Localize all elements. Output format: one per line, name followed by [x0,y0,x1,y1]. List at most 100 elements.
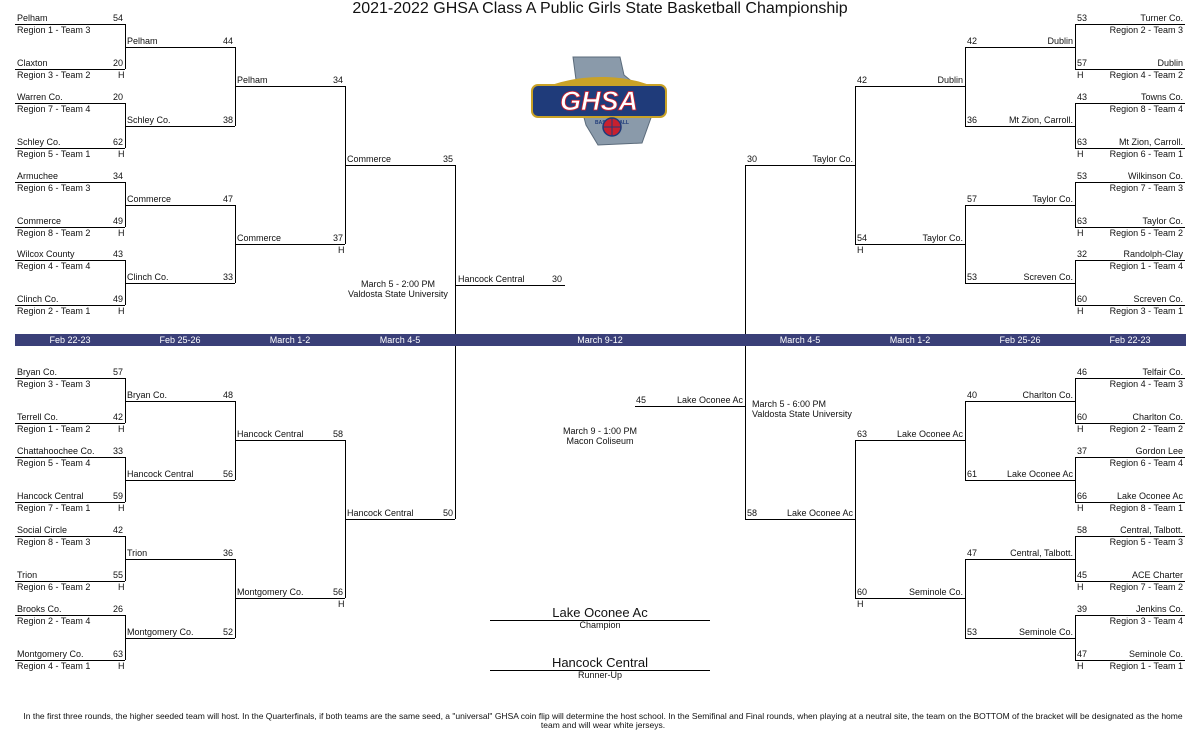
bracket-line [1075,260,1185,261]
team-name: Social Circle [17,525,68,535]
score: 50 [442,508,453,518]
score: 63 [1077,137,1088,147]
bracket-line [965,400,1075,402]
team-name: Clinch Co. [17,294,59,304]
bracket-line [855,243,965,245]
ghsa-logo: GHSA BASKETBALL [528,55,670,147]
score: 63 [112,649,123,659]
team-name: Mt Zion, Carroll. [1008,114,1073,125]
team-name: Bryan Co. [17,367,58,377]
bracket-line [345,519,455,520]
score: 53 [1077,171,1088,181]
score: 53 [967,271,978,282]
home-marker: H [1077,424,1084,434]
score: 20 [112,92,123,102]
bracket-line [15,615,125,616]
bracket-line [15,260,125,261]
bracket-line [125,204,235,206]
round-label: March 4-5 [379,335,421,345]
home-marker: H [118,424,125,434]
team-seed: Region 3 - Team 1 [1109,306,1183,316]
team-seed: Region 6 - Team 4 [1109,458,1183,468]
score: 56 [222,468,233,479]
team-seed: Region 8 - Team 2 [17,228,91,238]
team-seed: Region 7 - Team 1 [17,503,91,513]
bracket-line [345,164,455,166]
venue-note-place: Valdosta State University [752,409,852,419]
team-seed: Region 5 - Team 4 [17,458,91,468]
team-seed: Region 8 - Team 1 [1109,503,1183,513]
score: 30 [551,274,562,284]
team-seed: Region 1 - Team 4 [1109,261,1183,271]
team-name: Schley Co. [17,137,61,147]
score: 55 [112,570,123,580]
champion-team: Lake Oconee Ac [552,605,648,620]
score: 43 [1077,92,1088,102]
team-name: Mt Zion, Carroll. [1118,137,1183,147]
bracket-line [1075,378,1185,379]
team-name: Clinch Co. [127,271,169,282]
champion-label: Champion [579,620,621,630]
logo-banner [531,84,667,118]
score: 63 [1077,216,1088,226]
round-label: Feb 25-26 [999,335,1041,345]
bracket-line [1075,69,1185,70]
bracket-line [1075,148,1185,149]
team-name: Hancock Central [458,274,525,284]
round-label: March 4-5 [779,335,821,345]
score: 49 [112,216,123,226]
team-name: Charlton Co. [1132,412,1183,422]
bracket-line [15,148,125,149]
bracket-line [1075,103,1076,148]
score: 47 [222,193,233,204]
team-name: Commerce [127,193,172,204]
home-marker: H [338,244,345,255]
bracket-line [15,305,125,306]
home-marker: H [1077,582,1084,592]
runner-up-label: Runner-Up [577,670,623,680]
team-name: Brooks Co. [17,604,62,614]
bracket-line [1075,378,1076,423]
bracket-line [1075,24,1185,25]
round-label: March 1-2 [269,335,311,345]
score: 63 [857,429,868,439]
home-marker: H [1077,70,1084,80]
team-name: Central, Talbott. [1120,525,1183,535]
bracket-line [125,282,235,284]
score: 54 [857,232,868,243]
bracket-line [1075,182,1185,183]
bracket-line [965,46,1075,48]
team-name: Hancock Central [237,429,304,439]
team-seed: Region 5 - Team 1 [17,149,91,159]
venue-note-time: March 5 - 2:00 PM [360,279,436,289]
bracket-line [1075,457,1185,458]
bracket-line [455,285,565,286]
venue-note-left: March 5 - 2:00 PM Valdosta State Univers… [348,279,448,299]
team-seed: Region 4 - Team 2 [1109,70,1183,80]
team-seed: Region 2 - Team 3 [1109,25,1183,35]
home-marker: H [118,306,125,316]
team-seed: Region 2 - Team 2 [1109,424,1183,434]
champion-line [490,620,710,621]
team-name: Dublin [1047,35,1073,46]
team-name: Armuchee [17,171,59,181]
score: 60 [1077,412,1088,422]
home-marker: H [118,661,125,671]
score: 33 [222,271,233,282]
team-seed: Region 4 - Team 4 [17,261,91,271]
team-name: Dublin [1157,58,1183,68]
team-name: Pelham [237,75,268,85]
venue-note-place: Valdosta State University [348,289,448,299]
team-name: Montgomery Co. [17,649,84,659]
score: 26 [112,604,123,614]
bracket-line [1075,536,1185,537]
score: 58 [747,508,758,518]
bracket-line [965,558,966,638]
team-name: Commerce [237,232,282,243]
team-name: Taylor Co. [922,232,963,243]
logo-wordmark: GHSA [560,86,638,116]
team-seed: Region 1 - Team 1 [1109,661,1183,671]
team-name: Lake Oconee Ac [676,395,743,405]
bracket-line [965,204,966,283]
bracket-line [235,86,345,87]
